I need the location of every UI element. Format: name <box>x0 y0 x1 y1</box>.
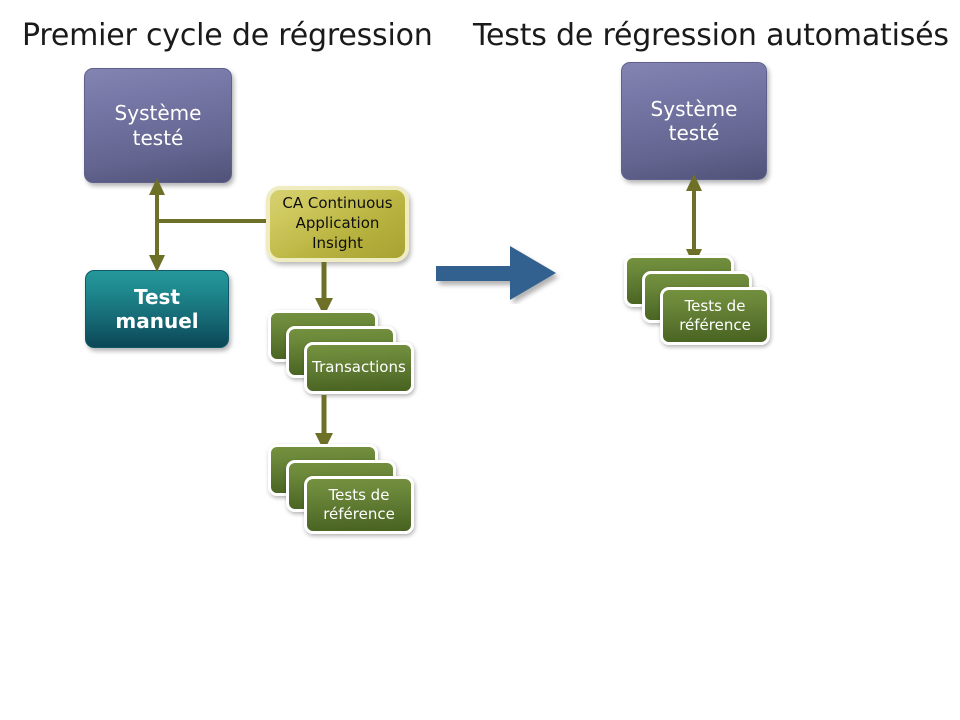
left-reference-tests-label: Tests de référence <box>323 485 395 524</box>
right-reference-tests-label: Tests de référence <box>679 296 751 335</box>
manual-test-label: Test manuel <box>115 284 199 333</box>
right-system-under-test-box[interactable]: Système testé <box>621 62 767 180</box>
manual-test-box[interactable]: Test manuel <box>85 270 229 348</box>
transition-right-arrow-icon <box>432 244 564 304</box>
left-reference-tests-card-front[interactable]: Tests de référence <box>304 476 414 534</box>
ca-continuous-application-insight-box[interactable]: CA Continuous Application Insight <box>266 186 409 262</box>
right-system-to-reference-tests-connector <box>680 172 710 268</box>
right-section-title: Tests de régression automatisés <box>473 18 949 53</box>
right-reference-tests-card-front[interactable]: Tests de référence <box>660 287 770 345</box>
transactions-to-reference-tests-connector <box>310 395 340 453</box>
transactions-card-front[interactable]: Transactions <box>304 342 414 394</box>
left-reference-tests-stack[interactable]: Tests de référence <box>268 444 428 540</box>
transactions-label: Transactions <box>312 358 406 377</box>
left-system-under-test-box[interactable]: Système testé <box>84 68 232 183</box>
left-section-title: Premier cycle de régression <box>22 18 433 53</box>
left-system-under-test-label: Système testé <box>114 101 202 150</box>
right-reference-tests-stack[interactable]: Tests de référence <box>624 255 784 351</box>
ca-to-transactions-connector <box>310 262 340 318</box>
right-system-under-test-label: Système testé <box>650 96 738 145</box>
ca-continuous-application-insight-label: CA Continuous Application Insight <box>282 194 393 252</box>
transactions-stack[interactable]: Transactions <box>268 310 428 400</box>
